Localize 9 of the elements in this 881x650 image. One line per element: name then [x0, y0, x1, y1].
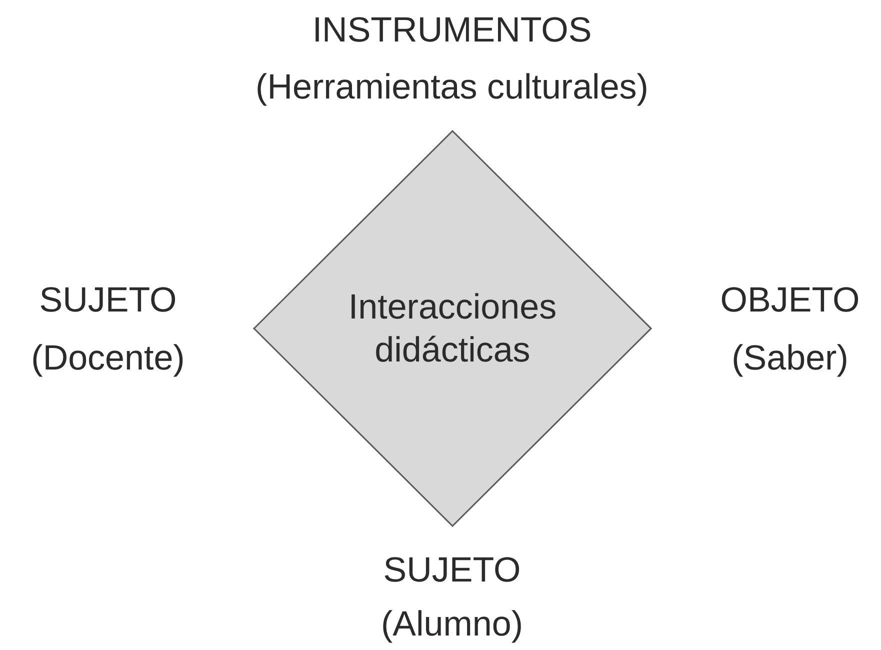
- heading-label: SUJETO: [39, 282, 177, 318]
- subheading-label: (Docente): [31, 340, 185, 376]
- subheading-label: (Herramientas culturales): [256, 70, 648, 104]
- heading-label: INSTRUMENTOS: [312, 12, 592, 48]
- subheading-label: (Saber): [732, 340, 848, 376]
- heading-label: SUJETO: [383, 552, 521, 588]
- subheading-label: (Alumno): [381, 606, 523, 642]
- diamond-label: Interacciones didácticas: [347, 286, 558, 372]
- heading-label: OBJETO: [720, 282, 860, 318]
